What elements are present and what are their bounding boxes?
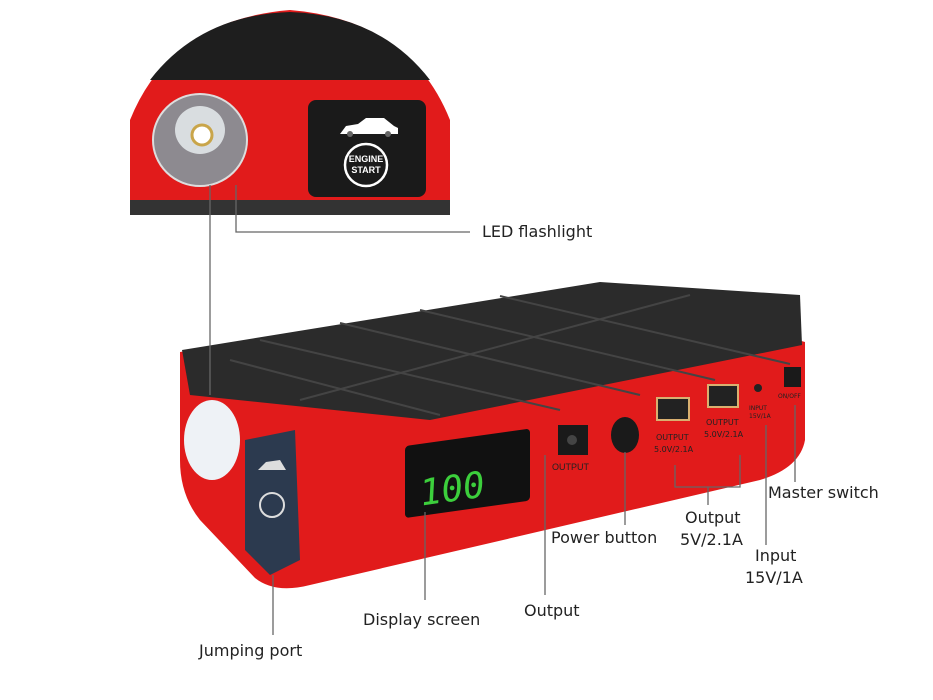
- display-screen-label: Display screen: [363, 610, 481, 629]
- output-label: Output: [524, 601, 580, 620]
- usb-port-1: [656, 397, 690, 421]
- callout-lines: [209, 185, 796, 635]
- start-text: START: [351, 165, 381, 175]
- top-rubber-surface: [182, 282, 802, 420]
- engine-start-button-icon: [343, 142, 389, 188]
- input-spec: 15V/1A: [745, 568, 803, 587]
- led-flashlight-label: LED flashlight: [482, 222, 593, 241]
- input-label: Input: [755, 546, 797, 565]
- svg-text:5.0V/2.1A: 5.0V/2.1A: [654, 445, 694, 454]
- svg-text:OUTPUT: OUTPUT: [656, 433, 689, 442]
- led-flashlight-lens: [152, 93, 248, 187]
- side-flashlight: [184, 400, 240, 480]
- master-switch-label: Master switch: [768, 483, 879, 502]
- svg-text:OUTPUT: OUTPUT: [706, 418, 739, 427]
- jumping-port-panel: [245, 430, 300, 575]
- dc-port-label: OUTPUT: [552, 462, 590, 472]
- jumping-port-label: Jumping port: [199, 641, 303, 660]
- input-port: [754, 384, 762, 392]
- power-button-label: Power button: [551, 528, 658, 547]
- usb-port-2: [707, 384, 739, 408]
- engine-start-panel: [308, 100, 426, 197]
- jump-starter-device: 100 OUTPUT OUTPUT 5.0V/2.1A OUTPUT 5.0V/…: [180, 282, 805, 589]
- svg-text:ON/OFF: ON/OFF: [778, 393, 801, 400]
- flashlight-closeup: ENGINE START: [130, 10, 450, 215]
- svg-text:15V/1A: 15V/1A: [749, 413, 772, 420]
- car-icon: [340, 118, 398, 137]
- svg-text:INPUT: INPUT: [749, 405, 767, 412]
- power-button[interactable]: [611, 417, 639, 453]
- battery-percentage: 100: [417, 465, 487, 515]
- usb-output-spec: 5V/2.1A: [680, 530, 743, 549]
- display-screen: [405, 429, 530, 518]
- engine-text: ENGINE: [349, 154, 384, 164]
- svg-text:5.0V/2.1A: 5.0V/2.1A: [704, 430, 744, 439]
- usb-output-label: Output: [685, 508, 741, 527]
- master-switch[interactable]: [784, 367, 801, 387]
